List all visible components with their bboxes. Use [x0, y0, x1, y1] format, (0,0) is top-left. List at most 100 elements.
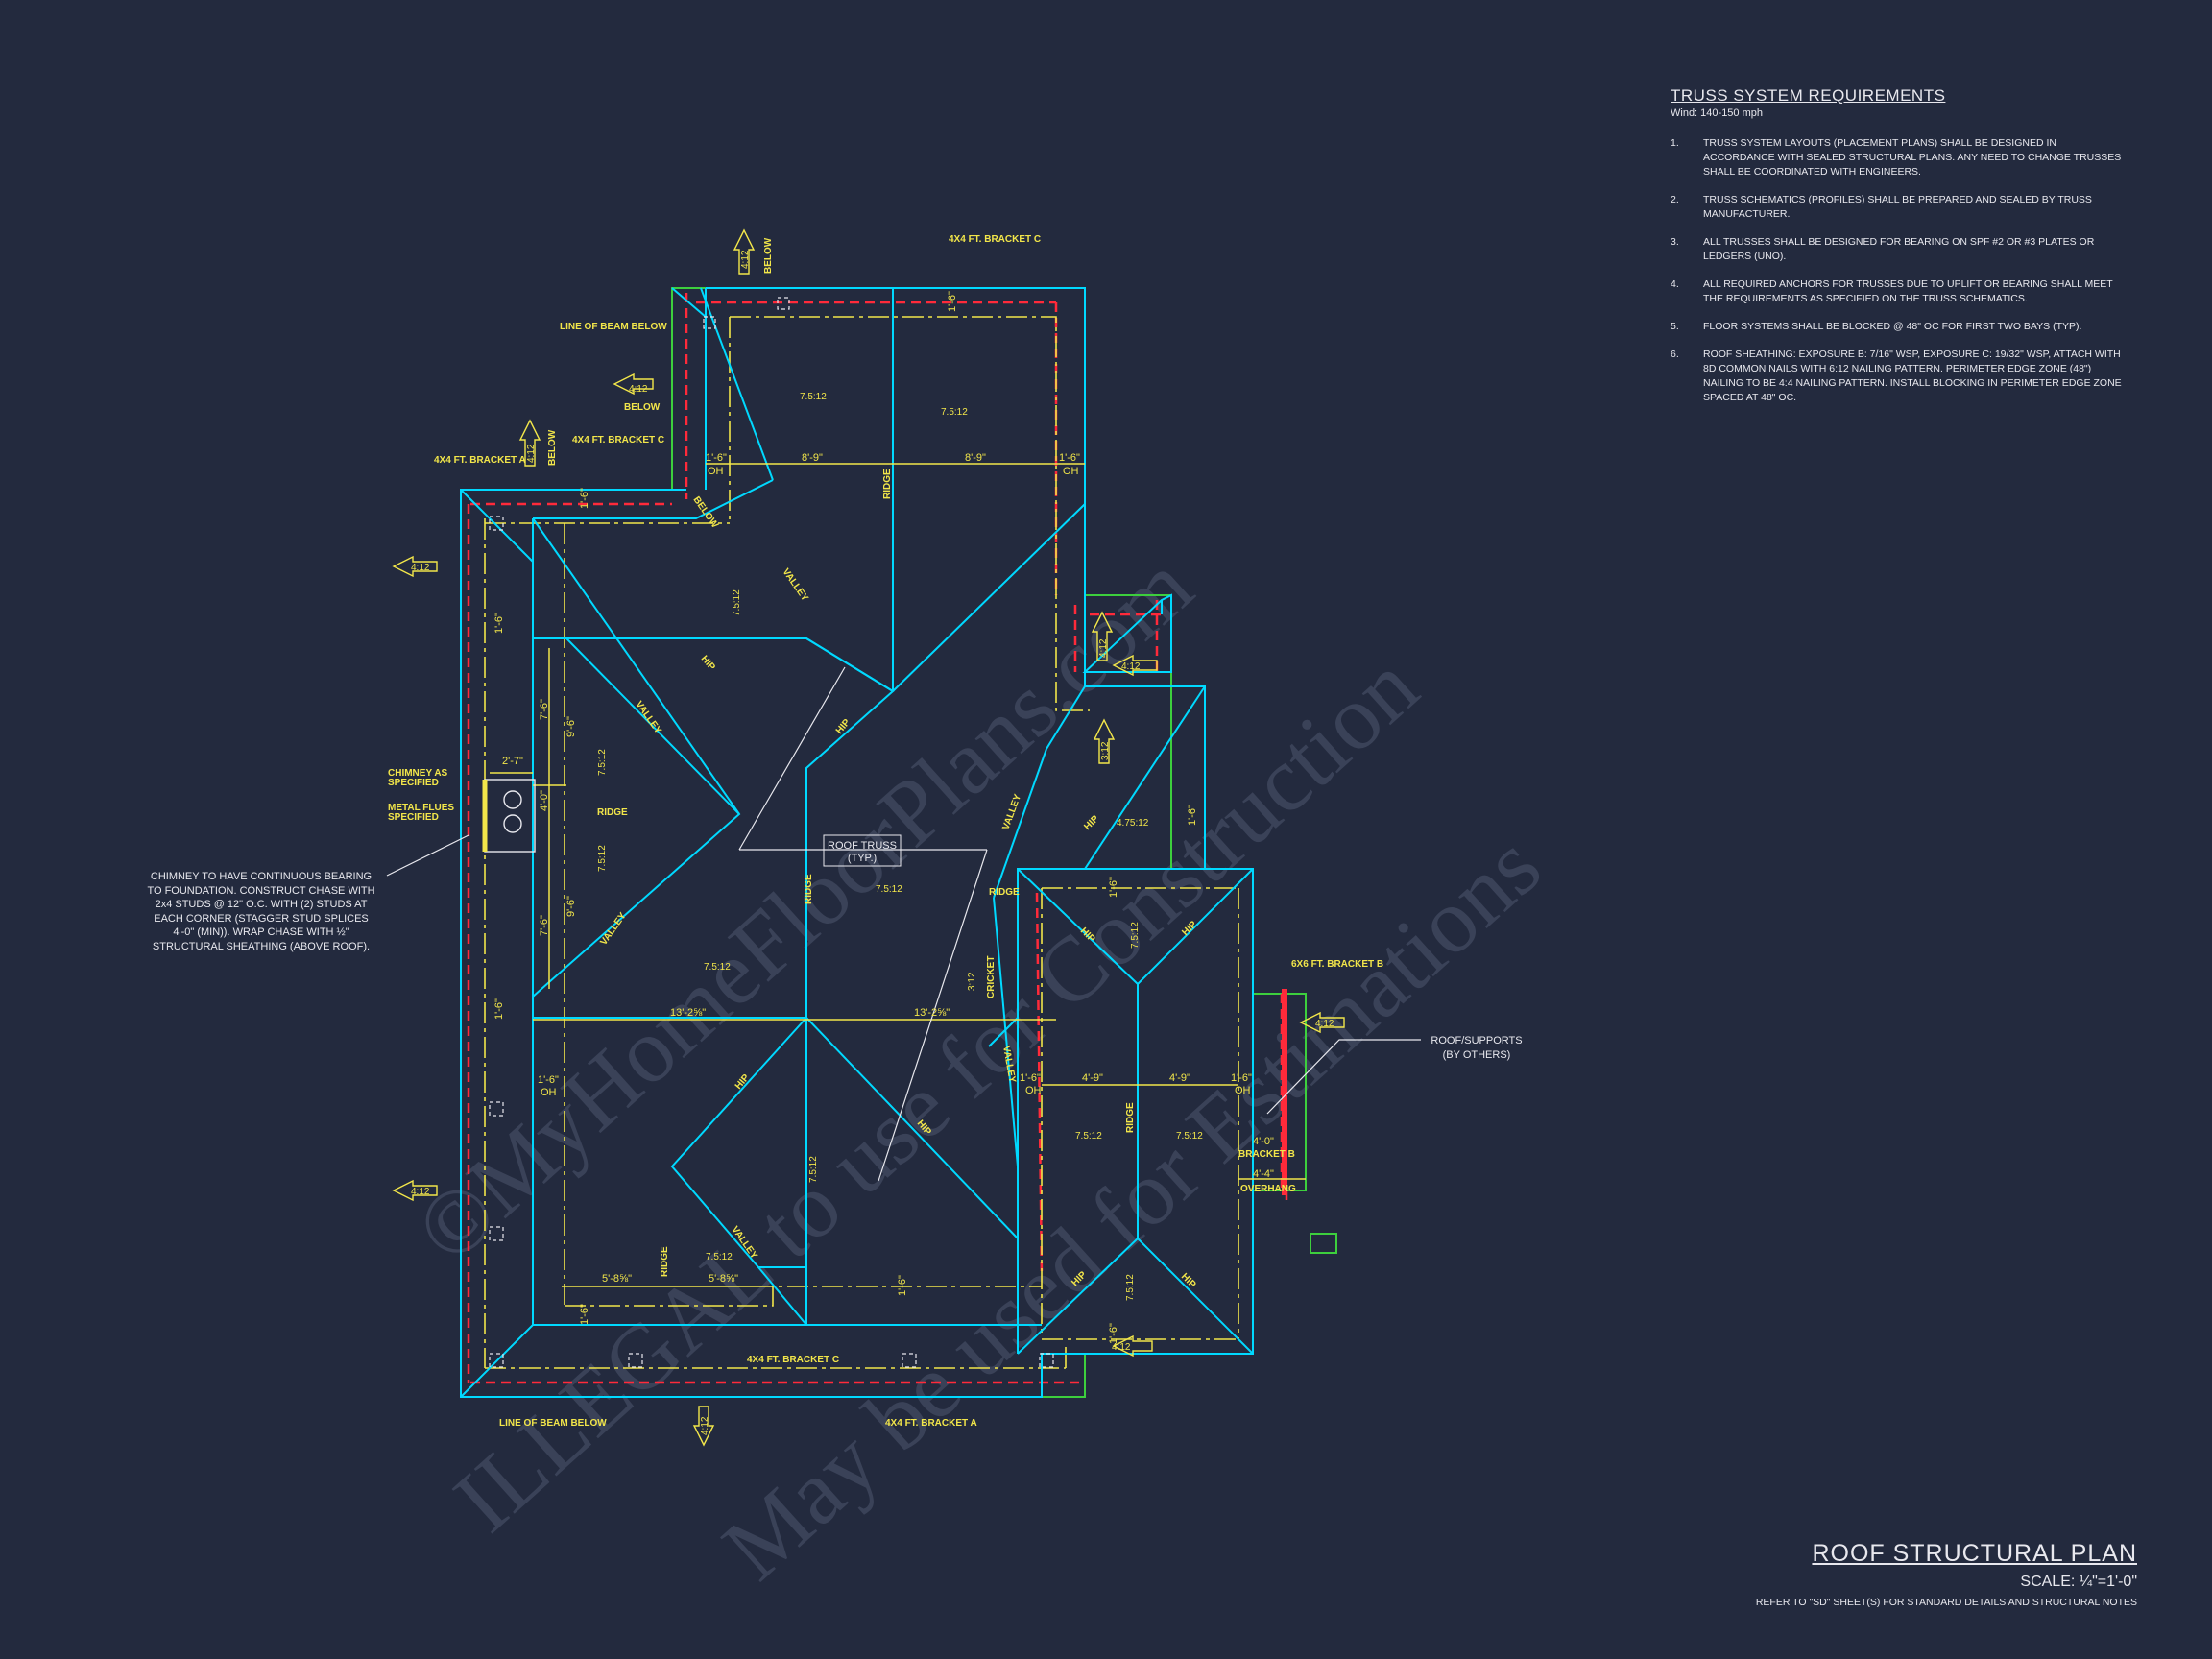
- oh-dim-4: 1'-6": [1020, 1072, 1041, 1084]
- oh-4: OH: [1025, 1085, 1042, 1096]
- note-text: FLOOR SYSTEMS SHALL BE BLOCKED @ 48" OC …: [1703, 321, 2082, 332]
- roof-truss-typ: (TYP.): [848, 853, 877, 864]
- pitch-5: 7.5:12: [597, 845, 608, 872]
- hip-label-1: HIP: [699, 654, 717, 673]
- dim-4-9-left: 4'-9": [1082, 1072, 1103, 1084]
- truss-note-item: 5. FLOOR SYSTEMS SHALL BE BLOCKED @ 48" O…: [1671, 320, 2122, 334]
- bearing-lines: [484, 316, 1239, 1369]
- truss-notes-title: TRUSS SYSTEM REQUIREMENTS: [1671, 86, 1946, 105]
- hip-label-3: HIP: [733, 1072, 752, 1092]
- pitch-2: 7.5:12: [941, 407, 968, 418]
- flues-specified-label: SPECIFIED: [388, 812, 439, 823]
- ridge-label-1: RIDGE: [597, 807, 628, 818]
- chimney-note-1: CHIMNEY TO HAVE CONTINUOUS BEARING: [151, 871, 372, 882]
- dim-5-8-right: 5'-8⅝": [709, 1273, 738, 1285]
- truss-note-item: 4.ALL REQUIRED ANCHORS FOR TRUSSES DUE T…: [1671, 277, 2122, 306]
- pitch-18: 4:12: [740, 250, 751, 269]
- pitch-23: 4:12: [1112, 1342, 1131, 1353]
- dim-8-9-right: 8'-9": [965, 452, 986, 464]
- bracket-b-label: 6X6 FT. BRACKET B: [1291, 959, 1383, 970]
- title-block: ROOF STRUCTURAL PLAN SCALE: ¼"=1'-0" REF…: [1756, 1540, 2137, 1608]
- roof-supports-label: ROOF/SUPPORTS: [1431, 1035, 1522, 1046]
- sheet-title: ROOF STRUCTURAL PLAN: [1812, 1540, 2137, 1567]
- note-number: 4.: [1671, 278, 1679, 290]
- dim-4-9-right: 4'-9": [1169, 1072, 1190, 1084]
- truss-note-item: 3.ALL TRUSSES SHALL BE DESIGNED FOR BEAR…: [1671, 235, 2122, 264]
- truss-notes: TRUSS SYSTEM REQUIREMENTS Wind: 140-150 …: [1671, 86, 2122, 419]
- pitch-11: 7.5:12: [1176, 1131, 1203, 1142]
- pitch-13: 7.5:12: [1125, 1274, 1136, 1301]
- roof-truss-callout: ROOF TRUSS (TYP.): [823, 834, 902, 867]
- dim-8-9-left: 8'-9": [802, 452, 823, 464]
- pitch-16: 4:12: [411, 1187, 430, 1197]
- ridge-label-3: RIDGE: [882, 469, 893, 499]
- leaders: [386, 666, 1421, 1182]
- bracket-c-bottom-label: 4X4 FT. BRACKET C: [747, 1355, 839, 1365]
- chimney-as-label: CHIMNEY AS: [388, 768, 448, 779]
- chimney-note-5: 4'-0" (MIN)). WRAP CHASE WITH ½": [173, 926, 349, 938]
- pitch-6: 7.5:12: [876, 884, 902, 895]
- watermark: ©MyHomeFloorPlans.com ILLEGAL to use for…: [396, 534, 1559, 1599]
- oh-dim-1: 1'-6": [706, 452, 727, 464]
- pitch-26: 3:12: [967, 972, 977, 991]
- oh-dim-11: 1'-6": [1187, 805, 1198, 826]
- hip-label-2: HIP: [834, 717, 853, 736]
- pitch-arrows: [392, 228, 1345, 1447]
- roof-supports-note: ROOF/SUPPORTS (BY OTHERS): [1431, 1035, 1522, 1061]
- pitch-8: 7.5:12: [808, 1156, 819, 1183]
- pitch-19: 4:12: [526, 444, 537, 463]
- oh-dim-9: 1'-6": [579, 488, 590, 509]
- below-label-1: BELOW: [624, 402, 661, 413]
- pitch-7: 7.5:12: [704, 962, 731, 973]
- valley-label-3: VALLEY: [598, 910, 628, 947]
- bracket-c-mid-label: 4X4 FT. BRACKET C: [572, 435, 664, 445]
- chimney-note-3: 2x4 STUDS @ 12" O.C. WITH (2) STUDS AT: [156, 899, 368, 910]
- oh-1: OH: [708, 466, 724, 477]
- note-number: 5.: [1671, 321, 1679, 332]
- overhang-label: OVERHANG: [1240, 1184, 1296, 1194]
- hip-label-9: HIP: [1082, 813, 1101, 832]
- pitch-20: 4:12: [1098, 638, 1109, 658]
- below-label-4: BELOW: [691, 494, 721, 530]
- note-number: 1.: [1671, 137, 1679, 149]
- dim-13-right: 13'-2⅝": [914, 1007, 950, 1019]
- oh-dim-2: 1'-6": [1059, 452, 1080, 464]
- note-number: 2.: [1671, 194, 1679, 205]
- pitch-12: 7.5:12: [1130, 922, 1141, 949]
- dim-2-7: 2'-7": [502, 756, 523, 767]
- note-number: 6.: [1671, 349, 1679, 360]
- dim-5-8-left: 5'-8⅝": [602, 1273, 632, 1285]
- chimney: [482, 779, 536, 853]
- oh-dim-10: 1'-6": [1108, 877, 1119, 898]
- oh-dim-12: 1'-6": [1108, 1323, 1119, 1344]
- pitch-1: 7.5:12: [800, 392, 827, 402]
- pitch-labels: 7.5:12 7.5:12 7.5:12 7.5:12 7.5:12 7.5:1…: [411, 250, 1334, 1435]
- line-of-beam-bottom-label: LINE OF BEAM BELOW: [499, 1418, 607, 1429]
- by-others-label: (BY OTHERS): [1443, 1049, 1511, 1061]
- note-text: ROOF SHEATHING: EXPOSURE B: 7/16" WSP, E…: [1703, 349, 2122, 403]
- beam-lines: [467, 293, 1288, 1384]
- chimney-note: CHIMNEY TO HAVE CONTINUOUS BEARING TO FO…: [147, 871, 374, 952]
- pitch-9: 7.5:12: [706, 1252, 733, 1262]
- truss-notes-wind: Wind: 140-150 mph: [1671, 108, 1763, 119]
- post-markers: [489, 297, 1054, 1368]
- oh-dim-14: 1'-6": [579, 1304, 590, 1325]
- dim-13-left: 13'-2⅝": [670, 1007, 706, 1019]
- note-text: TRUSS SYSTEM LAYOUTS (PLACEMENT PLANS) S…: [1703, 137, 2122, 178]
- pitch-15: 4:12: [411, 563, 430, 573]
- note-text: ALL TRUSSES SHALL BE DESIGNED FOR BEARIN…: [1703, 236, 2095, 262]
- below-label-2: BELOW: [763, 237, 774, 274]
- valley-label-1: VALLEY: [781, 566, 810, 603]
- dim-7-6-top: 7'-6": [539, 699, 550, 720]
- truss-notes-list: 1. TRUSS SYSTEM LAYOUTS (PLACEMENT PLANS)…: [1671, 136, 2122, 405]
- dim-4-0-chim: 4'-0": [539, 790, 550, 811]
- roof-lines: [460, 287, 1254, 1398]
- dim-9-6-top: 9'-6": [565, 716, 577, 737]
- oh-dim-8: 1'-6": [493, 998, 505, 1020]
- pitch-25: 3:12: [1100, 741, 1111, 760]
- pitch-10: 7.5:12: [1075, 1131, 1102, 1142]
- ridge-label-4: RIDGE: [804, 874, 814, 904]
- oh-2: OH: [1063, 466, 1079, 477]
- bracket-a-bottom-label: 4X4 FT. BRACKET A: [885, 1418, 977, 1429]
